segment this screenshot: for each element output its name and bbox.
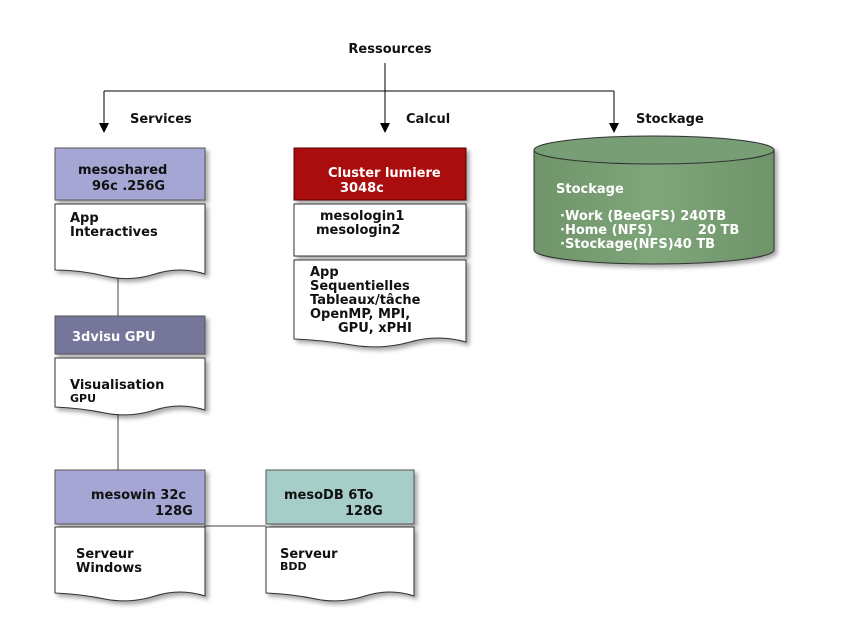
mesowin-spec: 128G xyxy=(155,504,193,519)
mesoshared-document xyxy=(54,203,206,280)
cluster-app-line5: GPU, xPHI xyxy=(338,321,412,336)
service-connectors xyxy=(117,272,266,527)
cluster-name: Cluster lumiere xyxy=(328,166,441,181)
cluster-header xyxy=(293,147,467,201)
tree-connectors xyxy=(99,63,619,133)
mesoshared-header xyxy=(54,147,206,201)
mesodb-spec: 128G xyxy=(345,504,383,519)
mesodb-node[interactable]: mesoDB 6To 128G Serveur BDD xyxy=(265,469,415,602)
cluster-app-line3: Tableaux/tâche xyxy=(310,293,421,308)
cluster-login-2: mesologin2 xyxy=(316,223,400,238)
mesoshared-node[interactable]: mesoshared 96c .256G App Interactives xyxy=(54,147,206,280)
mesowin-header xyxy=(54,469,206,525)
storage-item-home: ·Home (NFS) 20 TB xyxy=(560,223,739,238)
mesoshared-spec: 96c .256G xyxy=(92,179,165,194)
cluster-login-1: mesologin1 xyxy=(320,209,404,224)
mesodb-doc-line1: Serveur xyxy=(280,547,338,562)
storage-title: Stockage xyxy=(556,182,624,197)
mesodb-header xyxy=(265,469,415,525)
cluster-apps-document xyxy=(293,259,467,348)
visu-header xyxy=(54,315,206,355)
storage-item-stockage: ·Stockage(NFS)40 TB xyxy=(560,237,715,252)
mesowin-doc-line1: Serveur xyxy=(76,547,134,562)
cluster-spec: 3048c xyxy=(340,181,384,196)
visu-doc-line2: GPU xyxy=(70,392,96,405)
mesowin-name: mesowin 32c xyxy=(91,488,186,503)
cluster-app-line1: App xyxy=(310,265,339,280)
visu-document xyxy=(54,357,206,416)
mesowin-doc-line2: Windows xyxy=(76,561,142,576)
visu-name: 3dvisu GPU xyxy=(72,330,156,345)
services-label: Services xyxy=(130,112,192,127)
cluster-app-line2: Sequentielles xyxy=(310,279,410,294)
mesowin-document xyxy=(54,526,206,602)
storage-top xyxy=(533,135,775,165)
storage-body xyxy=(533,149,775,265)
cluster-node[interactable]: Cluster lumiere 3048c mesologin1 mesolog… xyxy=(293,147,467,348)
cluster-app-line4: OpenMP, MPI, xyxy=(310,307,410,322)
mesodb-doc-line2: BDD xyxy=(280,560,307,573)
visu-node[interactable]: 3dvisu GPU Visualisation GPU xyxy=(54,315,206,416)
mesodb-document xyxy=(265,526,415,602)
mesoshared-doc-line2: Interactives xyxy=(70,225,158,240)
storage-item-work: ·Work (BeeGFS) 240TB xyxy=(560,209,726,224)
visu-doc-line1: Visualisation xyxy=(70,378,164,393)
mesowin-node[interactable]: mesowin 32c 128G Serveur Windows xyxy=(54,469,206,602)
stockage-label: Stockage xyxy=(636,112,704,127)
mesoshared-doc-line1: App xyxy=(70,211,99,226)
mesoshared-name: mesoshared xyxy=(78,163,167,178)
cluster-logins-box xyxy=(293,203,467,257)
calcul-label: Calcul xyxy=(406,112,450,127)
storage-cylinder[interactable] xyxy=(533,135,775,265)
ressources-label: Ressources xyxy=(348,42,431,57)
mesodb-name: mesoDB 6To xyxy=(284,488,373,503)
